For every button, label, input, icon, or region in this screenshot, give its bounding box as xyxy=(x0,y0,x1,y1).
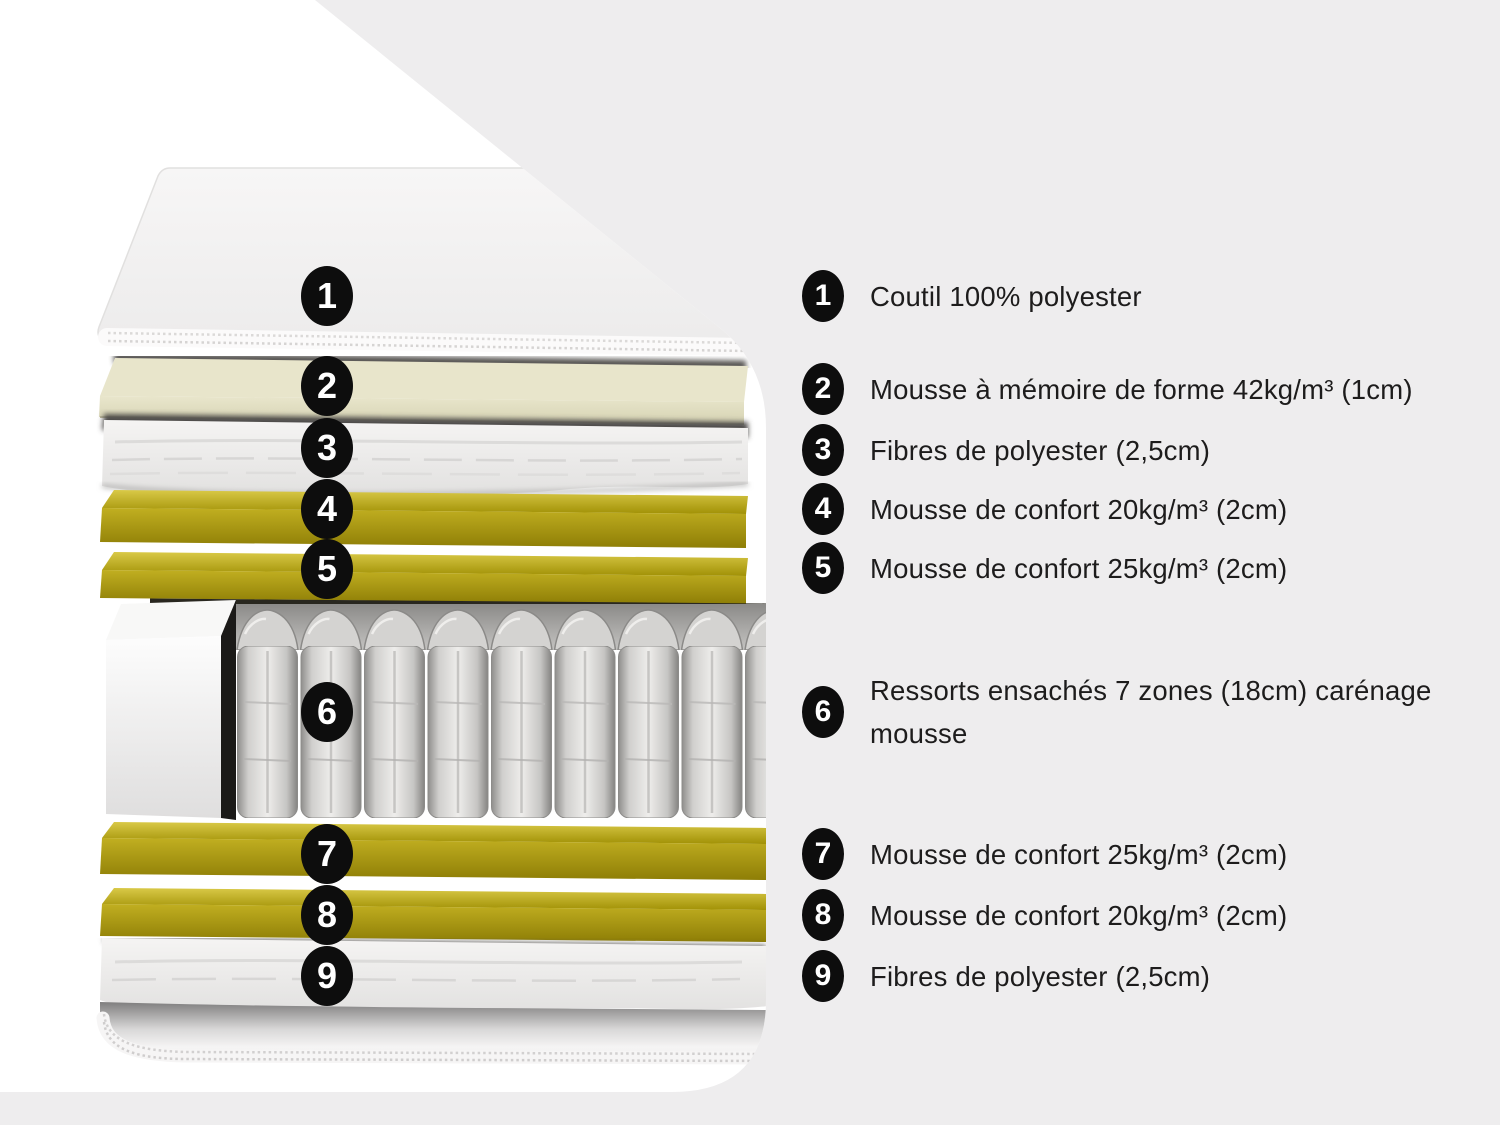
legend-number: 4 xyxy=(814,492,832,525)
legend-number: 2 xyxy=(814,372,832,405)
layer-foam-7 xyxy=(100,822,766,880)
legend-number: 7 xyxy=(814,837,832,870)
legend-number: 9 xyxy=(814,959,832,992)
legend-badge: 5 xyxy=(802,542,844,594)
legend-badge: 1 xyxy=(802,270,844,322)
legend-item-9: 9 Fibres de polyester (2,5cm) xyxy=(802,949,1210,1003)
legend-label: Ressorts ensachés 7 zones (18cm) carénag… xyxy=(870,675,1432,749)
legend-badge: 3 xyxy=(802,424,844,476)
legend-label: Mousse de confort 25kg/m³ (2cm) xyxy=(870,838,1288,870)
layer-fibre-top xyxy=(101,414,749,497)
legend-label: Coutil 100% polyester xyxy=(870,280,1142,312)
layer-cover xyxy=(97,167,766,372)
legend-number: 8 xyxy=(814,898,832,931)
legend-item-4: 4 Mousse de confort 20kg/m³ (2cm) xyxy=(802,482,1287,536)
layer-springs xyxy=(106,598,766,820)
legend-label: Mousse de confort 20kg/m³ (2cm) xyxy=(870,899,1288,931)
diagram-marker-2: 2 xyxy=(301,356,353,416)
diagram-marker-number: 4 xyxy=(316,488,338,529)
legend-label: Fibres de polyester (2,5cm) xyxy=(870,960,1211,992)
diagram-marker-1: 1 xyxy=(301,266,353,326)
layer-foam-4 xyxy=(100,490,748,548)
layer-foam-8 xyxy=(100,888,766,942)
diagram-marker-number: 5 xyxy=(316,548,338,589)
diagram-marker-number: 7 xyxy=(316,833,338,874)
legend-badge: 2 xyxy=(802,363,844,415)
legend-number: 3 xyxy=(814,433,832,466)
diagram-marker-7: 7 xyxy=(301,824,353,884)
legend-item-6: 6 Ressorts ensachés 7 zones (18cm) carén… xyxy=(802,667,1455,757)
diagram-marker-6: 6 xyxy=(301,682,353,742)
legend-item-1: 1 Coutil 100% polyester xyxy=(802,269,1142,323)
legend-badge: 7 xyxy=(802,828,844,880)
legend-badge: 8 xyxy=(802,889,844,941)
diagram-marker-number: 6 xyxy=(316,691,338,732)
legend-number: 1 xyxy=(814,279,832,312)
legend-number: 6 xyxy=(814,695,832,728)
diagram-marker-4: 4 xyxy=(301,479,353,539)
legend-item-2: 2 Mousse à mémoire de forme 42kg/m³ (1cm… xyxy=(802,362,1413,416)
layer-foam-5 xyxy=(100,552,748,604)
legend-label: Mousse à mémoire de forme 42kg/m³ (1cm) xyxy=(870,373,1413,405)
diagram-marker-number: 8 xyxy=(316,894,338,935)
diagram-marker-3: 3 xyxy=(301,418,353,478)
legend-label: Fibres de polyester (2,5cm) xyxy=(870,434,1211,466)
diagram-marker-number: 1 xyxy=(316,275,338,316)
layer-memory-foam xyxy=(99,358,748,425)
legend-item-7: 7 Mousse de confort 25kg/m³ (2cm) xyxy=(802,827,1287,881)
legend-badge: 6 xyxy=(802,686,844,738)
legend-item-5: 5 Mousse de confort 25kg/m³ (2cm) xyxy=(802,541,1287,595)
diagram-marker-number: 9 xyxy=(316,955,338,996)
legend-badge: 9 xyxy=(802,950,844,1002)
layer-bottom-cover xyxy=(96,1002,766,1065)
layer-fibre-bottom xyxy=(100,937,766,1013)
diagram-marker-number: 2 xyxy=(316,365,338,406)
legend-number: 5 xyxy=(814,551,832,584)
legend-item-3: 3 Fibres de polyester (2,5cm) xyxy=(802,423,1210,477)
legend-label: Mousse de confort 25kg/m³ (2cm) xyxy=(870,552,1288,584)
legend-item-8: 8 Mousse de confort 20kg/m³ (2cm) xyxy=(802,888,1287,942)
legend-badge: 4 xyxy=(802,483,844,535)
diagram-marker-5: 5 xyxy=(301,539,353,599)
diagram-marker-number: 3 xyxy=(316,427,338,468)
legend-label: Mousse de confort 20kg/m³ (2cm) xyxy=(870,493,1288,525)
diagram-marker-8: 8 xyxy=(301,885,353,945)
diagram-marker-9: 9 xyxy=(301,946,353,1006)
